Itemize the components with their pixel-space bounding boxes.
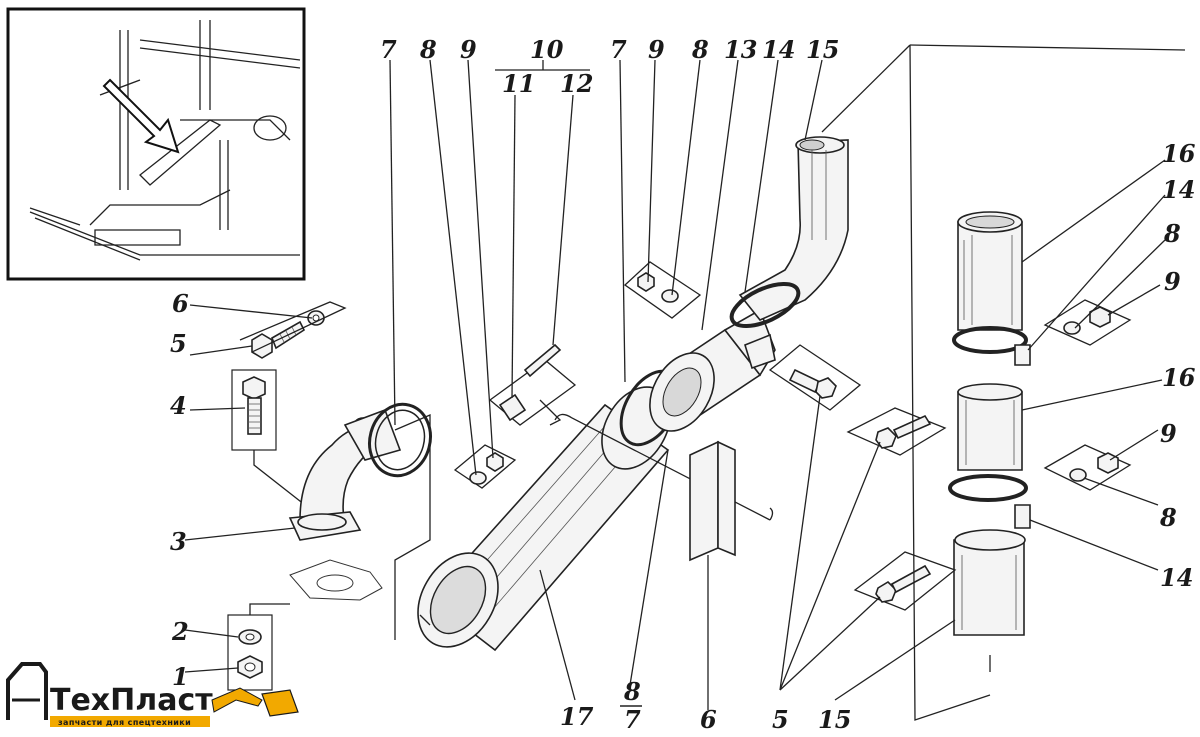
callout-8-bottom: 8	[623, 677, 641, 706]
callout-17: 17	[560, 702, 594, 731]
callout-16-top: 16	[1162, 139, 1196, 168]
tube-16-mid	[957, 383, 1023, 471]
callout-6-bottom: 6	[700, 705, 717, 734]
clamp-14-top	[952, 326, 1031, 366]
callout-15-bottom: 15	[818, 705, 851, 734]
gasket-plate	[289, 559, 383, 601]
callout-2: 2	[171, 617, 189, 646]
plate-top	[239, 301, 347, 353]
callout-3: 3	[170, 527, 187, 556]
bent-pipe-15	[738, 136, 849, 321]
clamp-14	[729, 281, 801, 370]
pipe-flange-13	[649, 308, 776, 432]
clamp-14-bottom	[948, 474, 1031, 529]
callout-4: 4	[170, 391, 187, 420]
callout-5-bottom: 5	[772, 705, 789, 734]
callout-7-mid: 7	[610, 35, 627, 64]
callout-1: 1	[172, 662, 189, 691]
callout-14-mid: 14	[762, 35, 795, 64]
sleeve-16-top	[957, 211, 1023, 331]
callout-16-mid: 16	[1162, 363, 1196, 392]
callout-5-left: 5	[170, 329, 187, 358]
callout-13: 13	[724, 35, 757, 64]
gasket-ring	[368, 402, 432, 478]
logo-brand: ТехПласт	[50, 683, 213, 718]
nut-washer-mid	[453, 444, 517, 489]
hanger-rod	[554, 413, 771, 521]
callout-11: 11	[502, 69, 535, 98]
techplast-logo: ТехПласт запчасти для спецтехники	[6, 662, 299, 727]
main-pipe-17	[417, 386, 671, 652]
bolt-mid-right	[768, 344, 862, 411]
callout-8-right-bottom: 8	[1159, 503, 1177, 532]
bracket-line-left	[394, 414, 431, 640]
bucket-icon	[261, 689, 299, 717]
callout-15-top: 15	[806, 35, 839, 64]
callout-14-right-top: 14	[1162, 175, 1195, 204]
elbow-pipe-3	[288, 408, 402, 541]
callout-8-left: 8	[419, 35, 437, 64]
callout-10: 10	[530, 35, 564, 64]
bolt-right-bottom	[853, 551, 957, 611]
callout-8-right-top: 8	[1163, 219, 1181, 248]
callout-6-top: 6	[172, 289, 189, 318]
callout-9-right-top: 9	[1164, 267, 1181, 296]
callout-12: 12	[560, 69, 593, 98]
bracket-line-right	[909, 44, 991, 721]
leader-lines	[184, 59, 1166, 710]
nut-washer-right-bottom	[1043, 444, 1132, 491]
callout-9-right-bottom: 9	[1160, 419, 1177, 448]
callout-7-left: 7	[380, 35, 397, 64]
callout-14-right-bottom: 14	[1160, 563, 1193, 592]
callout-9-left: 9	[460, 35, 477, 64]
callout-7-bottom: 7	[624, 705, 641, 734]
excavator-icon	[6, 662, 48, 720]
nut-washer-top	[623, 261, 702, 319]
bolt-right-top	[846, 407, 947, 456]
washer-nut-1-2	[227, 614, 273, 691]
bolt-4	[231, 369, 277, 451]
bracket-6	[689, 440, 736, 562]
callout-8-mid: 8	[691, 35, 709, 64]
callouts: 1 2 3 4 5 6 7 8 9 10 11 12 7 9 8 13 14 1…	[170, 35, 1196, 734]
pin-11-12	[488, 343, 577, 426]
inset-overview	[6, 7, 306, 281]
nut-washer-right-top	[1043, 299, 1132, 346]
sleeve-15-bottom	[953, 529, 1026, 636]
callout-9-mid: 9	[648, 35, 665, 64]
logo-tagline: запчасти для спецтехники	[58, 718, 191, 727]
